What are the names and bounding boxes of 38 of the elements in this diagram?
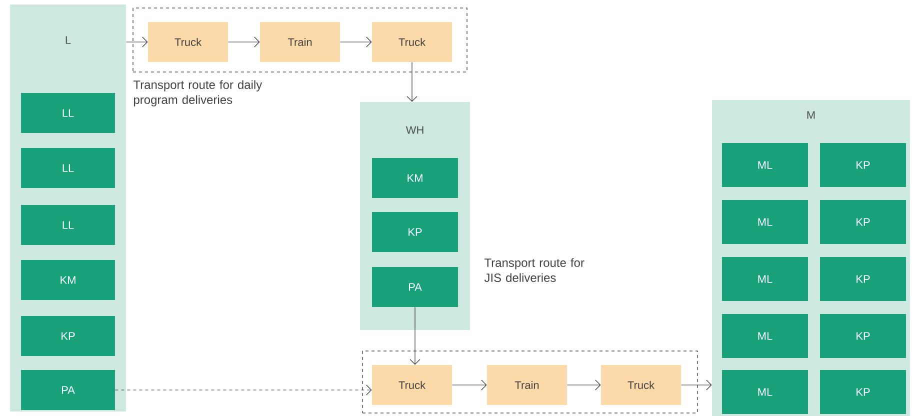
item-box: ML xyxy=(722,314,808,358)
vehicle-box: Truck xyxy=(148,22,228,62)
vehicle-box: Truck xyxy=(372,365,452,405)
vehicle-box: Train xyxy=(260,22,340,62)
item-box: PA xyxy=(21,370,115,410)
arrow xyxy=(410,306,420,365)
dashed-frame xyxy=(362,350,698,414)
item-box: ML xyxy=(722,257,808,301)
item-box: KP xyxy=(820,200,906,244)
arrow xyxy=(680,380,712,390)
item-box: LL xyxy=(21,148,115,188)
vehicle-box: Truck xyxy=(601,365,681,405)
arrow xyxy=(340,36,372,48)
item-box: KP xyxy=(372,212,458,252)
vehicle-box: Train xyxy=(487,365,567,405)
arrow xyxy=(452,380,487,390)
item-box: LL xyxy=(21,93,115,133)
item-box: KP xyxy=(820,257,906,301)
arrow xyxy=(566,380,601,390)
item-box: LL xyxy=(21,205,115,245)
vehicle-box: Truck xyxy=(372,22,452,62)
arrow xyxy=(228,36,260,48)
arrow xyxy=(406,62,418,102)
item-box: KM xyxy=(21,260,115,300)
arrow xyxy=(126,36,148,48)
route-caption: Transport route for JIS deliveries xyxy=(484,258,584,282)
item-box: KP xyxy=(820,143,906,187)
item-box: ML xyxy=(722,200,808,244)
item-box: ML xyxy=(722,143,808,187)
item-box: KP xyxy=(820,370,906,414)
arrow xyxy=(114,384,372,396)
dashed-frame xyxy=(132,8,468,72)
item-box: PA xyxy=(372,267,458,307)
item-box: KM xyxy=(372,158,458,198)
item-box: KP xyxy=(820,314,906,358)
route-caption: Transport route for daily program deliveries xyxy=(133,80,262,106)
item-box: ML xyxy=(722,370,808,414)
item-box: KP xyxy=(21,316,115,356)
